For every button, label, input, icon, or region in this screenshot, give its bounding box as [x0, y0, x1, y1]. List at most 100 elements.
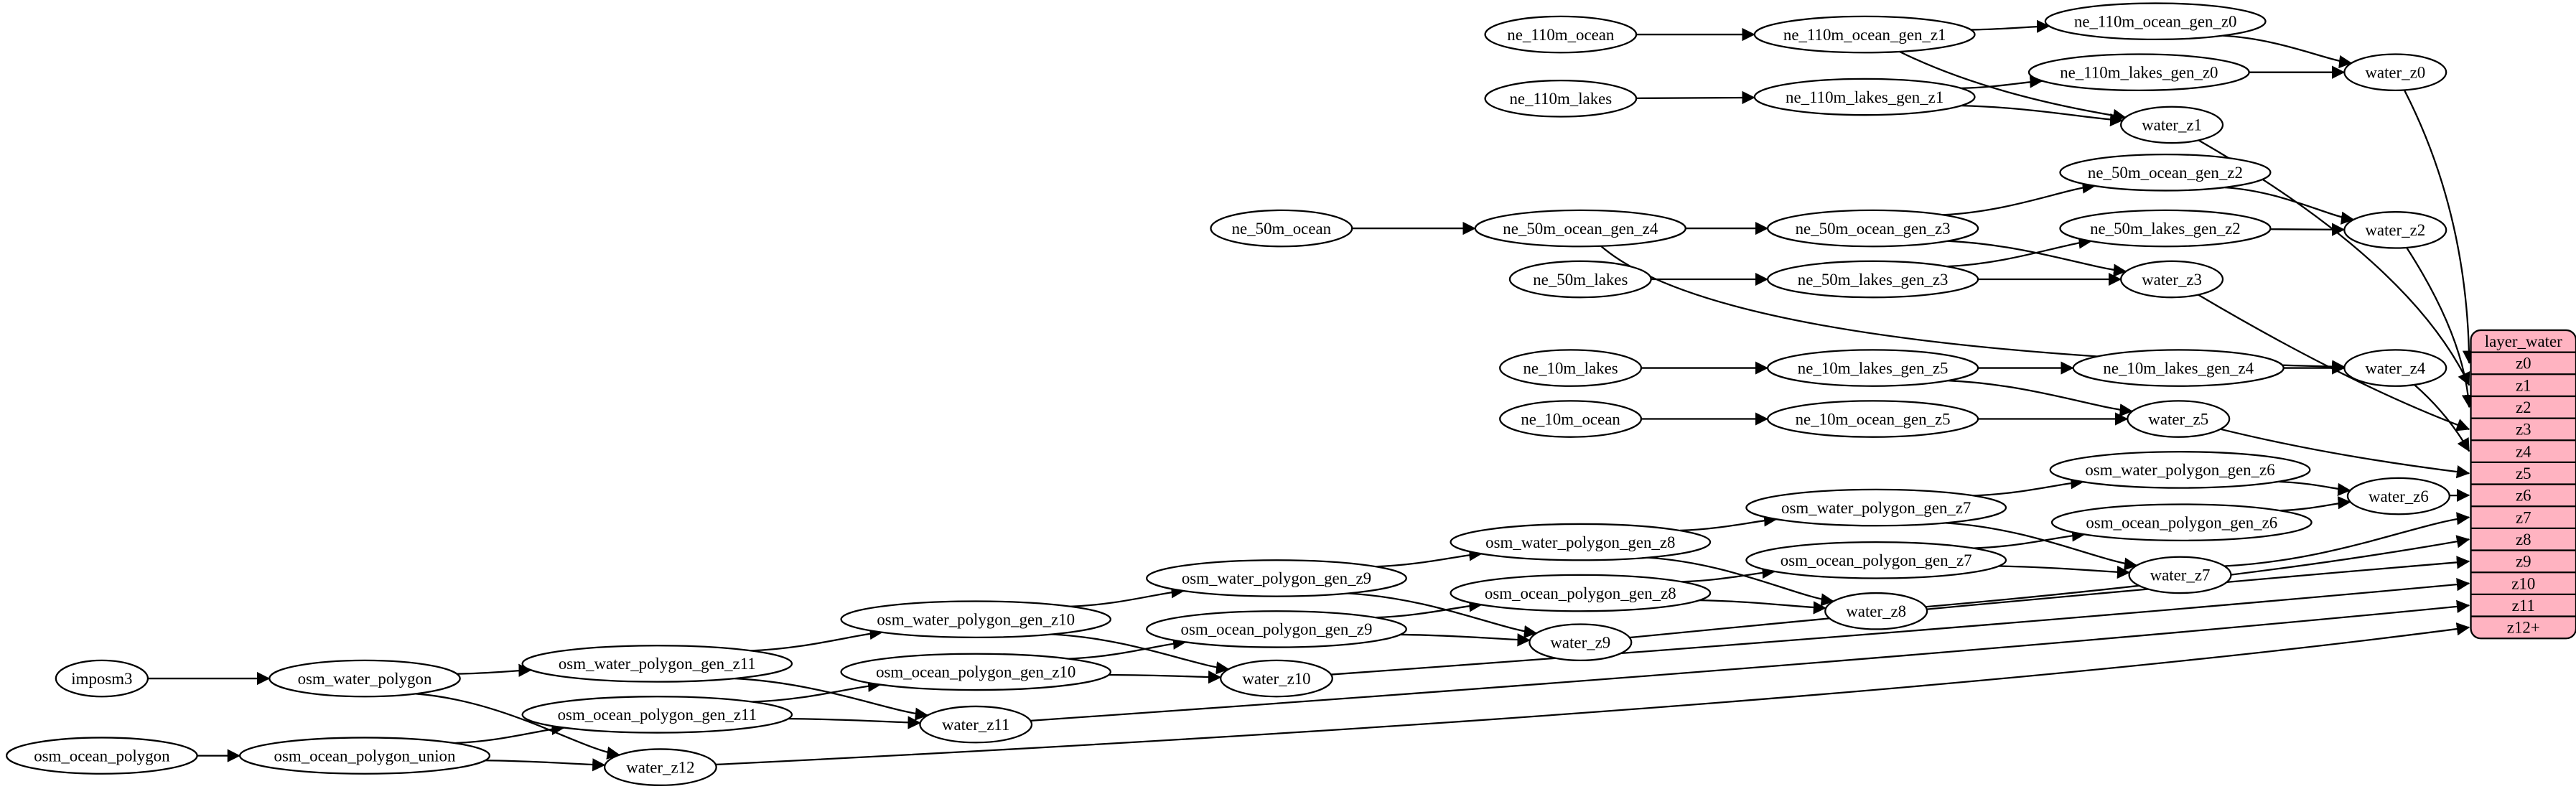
node-label-ne_110m_lakes_gen_z1: ne_110m_lakes_gen_z1 — [1786, 88, 1943, 106]
node-shape-ne_110m_ocean_gen_z0 — [2044, 2, 2267, 41]
graph-node-water_z7: water_z7 — [2128, 556, 2232, 594]
graph-node-ne_10m_ocean_gen_z5: ne_10m_ocean_gen_z5 — [1767, 400, 1979, 438]
node-label-water_z0: water_z0 — [2365, 63, 2425, 81]
layer-water-table: layer_waterz0z1z2z3z4z5z6z7z8z9z10z11z12… — [2470, 329, 2576, 640]
edges-layer — [147, 19, 2476, 772]
node-shape-water_z9 — [1529, 623, 1633, 662]
graph-node-osm_water_polygon_gen_z10: osm_water_polygon_gen_z10 — [840, 600, 1112, 638]
graph-node-osm_water_polygon: osm_water_polygon — [269, 659, 461, 698]
graph-node-osm_ocean_polygon: osm_ocean_polygon — [6, 737, 198, 775]
node-label-water_z12: water_z12 — [626, 758, 694, 776]
node-shape-osm_ocean_polygon_gen_z9 — [1146, 610, 1407, 648]
edge-ne_50m_ocean_gen_z3-to-ne_50m_ocean_gen_z2 — [1943, 180, 2096, 216]
edge-osm_ocean_polygon_gen_z10-to-water_z10 — [1109, 671, 1222, 684]
node-label-ne_50m_ocean_gen_z4: ne_50m_ocean_gen_z4 — [1503, 220, 1658, 238]
edge-osm_ocean_polygon_gen_z8-to-osm_ocean_polygon_gen_z7 — [1681, 565, 1775, 583]
graph-node-ne_110m_ocean_gen_z0: ne_110m_ocean_gen_z0 — [2044, 2, 2267, 41]
layer-water-row-z1: z1 — [2516, 376, 2531, 394]
node-shape-imposm3 — [55, 659, 149, 698]
node-label-osm_water_polygon_gen_z7: osm_water_polygon_gen_z7 — [1781, 499, 1971, 517]
layer-water-row-z4: z4 — [2516, 442, 2531, 460]
graph-node-ne_10m_lakes_gen_z4: ne_10m_lakes_gen_z4 — [2072, 349, 2285, 387]
graph-node-water_z4: water_z4 — [2343, 349, 2447, 387]
graph-node-water_z8: water_z8 — [1824, 592, 1928, 630]
node-shape-water_z0 — [2343, 53, 2447, 91]
edge-osm_ocean_polygon_gen_z7-to-osm_ocean_polygon_gen_z6 — [1973, 528, 2086, 549]
node-label-water_z9: water_z9 — [1550, 633, 1610, 651]
edge-ne_110m_ocean_gen_z1-to-ne_110m_ocean_gen_z0 — [1970, 19, 2050, 33]
edge-osm_water_polygon-to-water_z12 — [415, 693, 620, 760]
node-label-ne_10m_ocean: ne_10m_ocean — [1521, 410, 1620, 428]
node-label-water_z1: water_z1 — [2142, 116, 2202, 134]
edge-osm_ocean_polygon_gen_z6-to-water_z6 — [2279, 496, 2351, 512]
edge-water_z5-to-layer_water-z5 — [2220, 428, 2470, 479]
node-label-ne_10m_ocean_gen_z5: ne_10m_ocean_gen_z5 — [1796, 410, 1951, 428]
node-shape-ne_10m_lakes_gen_z4 — [2072, 349, 2285, 387]
layer-water-row-z12+: z12+ — [2507, 619, 2540, 637]
edge-osm_water_polygon_gen_z8-to-osm_water_polygon_gen_z7 — [1679, 513, 1778, 532]
node-shape-water_z11 — [919, 705, 1033, 744]
node-label-water_z6: water_z6 — [2369, 487, 2429, 505]
edge-water_z9-to-layer_water-z9 — [1629, 556, 2470, 639]
node-shape-ne_110m_lakes_gen_z0 — [2027, 53, 2250, 91]
node-label-ne_10m_lakes: ne_10m_lakes — [1523, 359, 1618, 377]
node-label-water_z11: water_z11 — [942, 716, 1009, 734]
edge-osm_ocean_polygon_gen_z8-to-water_z8 — [1699, 599, 1827, 615]
edge-osm_ocean_polygon_gen_z7-to-water_z7 — [1998, 565, 2131, 579]
node-shape-water_z12 — [603, 748, 717, 786]
edge-ne_50m_ocean_gen_z3-to-water_z3 — [1947, 240, 2127, 277]
edge-osm_ocean_polygon_gen_z10-to-osm_ocean_polygon_gen_z9 — [1068, 636, 1187, 660]
node-shape-osm_water_polygon_gen_z6 — [2049, 451, 2311, 489]
node-shape-water_z6 — [2346, 477, 2450, 515]
graph-node-water_z0: water_z0 — [2343, 53, 2447, 91]
node-shape-ne_50m_ocean_gen_z2 — [2059, 153, 2272, 192]
graph-node-osm_water_polygon_gen_z9: osm_water_polygon_gen_z9 — [1146, 559, 1407, 597]
edge-ne_110m_lakes_gen_z1-to-water_z1 — [1961, 104, 2124, 127]
edge-water_z10-to-layer_water-z10 — [1330, 578, 2470, 676]
graph-node-osm_ocean_polygon_union: osm_ocean_polygon_union — [238, 737, 491, 775]
node-shape-osm_ocean_polygon_union — [238, 737, 491, 775]
edge-osm_water_polygon-to-osm_water_polygon_gen_z11 — [457, 663, 532, 677]
node-shape-water_z5 — [2127, 400, 2231, 438]
node-shape-osm_ocean_polygon_gen_z7 — [1745, 541, 2007, 579]
node-shape-ne_10m_lakes_gen_z5 — [1767, 349, 1979, 387]
graph-node-osm_ocean_polygon_gen_z6: osm_ocean_polygon_gen_z6 — [2050, 503, 2313, 541]
layer-water-row-z3: z3 — [2516, 421, 2531, 439]
node-shape-water_z10 — [1220, 659, 1333, 698]
node-label-osm_water_polygon_gen_z10: osm_water_polygon_gen_z10 — [877, 610, 1075, 628]
layer-water-row-z6: z6 — [2516, 487, 2531, 505]
edge-osm_water_polygon_gen_z11-to-osm_water_polygon_gen_z10 — [750, 626, 883, 652]
edge-osm_ocean_polygon_union-to-water_z12 — [485, 758, 606, 772]
node-label-ne_110m_ocean_gen_z0: ne_110m_ocean_gen_z0 — [2074, 13, 2237, 31]
edge-osm_water_polygon_gen_z6-to-water_z6 — [2278, 480, 2351, 496]
node-shape-ne_10m_ocean — [1499, 400, 1643, 438]
edge-osm_water_polygon_gen_z7-to-osm_water_polygon_gen_z6 — [1972, 476, 2084, 497]
layer-water-row-z2: z2 — [2516, 398, 2531, 416]
graph-node-osm_ocean_polygon_gen_z11: osm_ocean_polygon_gen_z11 — [521, 696, 793, 734]
edge-ne_10m_lakes_gen_z5-to-water_z5 — [1948, 380, 2133, 417]
graph-node-osm_ocean_polygon_gen_z7: osm_ocean_polygon_gen_z7 — [1745, 541, 2007, 579]
node-label-ne_50m_lakes: ne_50m_lakes — [1533, 271, 1628, 289]
graph-node-osm_water_polygon_gen_z11: osm_water_polygon_gen_z11 — [521, 645, 793, 683]
node-label-osm_ocean_polygon_gen_z8: osm_ocean_polygon_gen_z8 — [1485, 584, 1676, 602]
layer-water-table-header: layer_water — [2485, 332, 2562, 350]
node-label-imposm3: imposm3 — [71, 670, 132, 688]
graph-node-water_z10: water_z10 — [1220, 659, 1333, 698]
edge-osm_ocean_polygon_gen_z11-to-water_z11 — [788, 716, 921, 729]
node-label-osm_ocean_polygon_gen_z11: osm_ocean_polygon_gen_z11 — [558, 706, 757, 724]
graph-node-ne_110m_ocean_gen_z1: ne_110m_ocean_gen_z1 — [1753, 15, 1976, 54]
node-shape-water_z3 — [2119, 260, 2224, 299]
edge-osm_water_polygon_gen_z11-to-water_z11 — [734, 677, 929, 721]
graph-node-water_z1: water_z1 — [2119, 106, 2224, 144]
graph-node-ne_50m_ocean_gen_z4: ne_50m_ocean_gen_z4 — [1474, 209, 1686, 248]
layer-water-row-z5: z5 — [2516, 464, 2531, 482]
node-shape-osm_ocean_polygon_gen_z11 — [521, 696, 793, 734]
edge-water_z2-to-layer_water-z2 — [2406, 247, 2475, 408]
graph-node-ne_50m_lakes: ne_50m_lakes — [1508, 260, 1652, 299]
node-label-ne_110m_lakes: ne_110m_lakes — [1509, 90, 1612, 108]
edge-ne_50m_lakes_gen_z3-to-ne_50m_lakes_gen_z2 — [1946, 235, 2092, 268]
node-shape-ne_50m_lakes — [1508, 260, 1652, 299]
node-shape-ne_110m_lakes — [1484, 79, 1638, 118]
